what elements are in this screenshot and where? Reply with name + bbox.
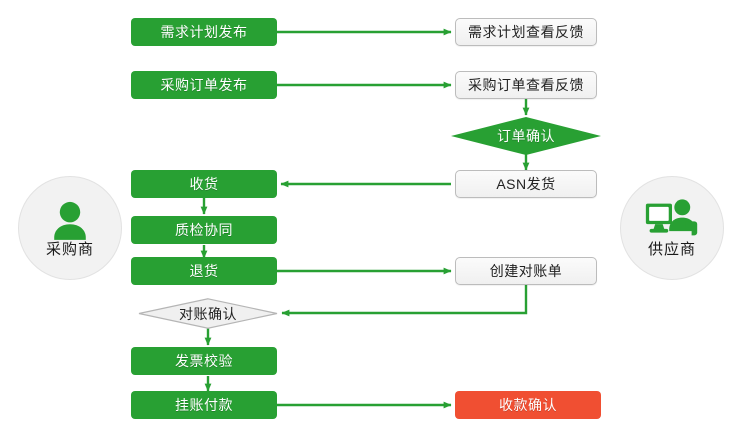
actor-supplier[interactable]: 供应商: [620, 176, 724, 280]
node-order-confirm-label: 订单确认: [497, 128, 555, 144]
actor-supplier-label: 供应商: [647, 241, 696, 258]
node-demand-plan-feedback[interactable]: 需求计划查看反馈: [455, 18, 597, 46]
actor-buyer-label: 采购商: [45, 241, 94, 258]
node-statement-confirm[interactable]: 对账确认: [138, 298, 278, 329]
node-receipt-confirm[interactable]: 收款确认: [455, 391, 601, 419]
node-quality-collab[interactable]: 质检协同: [131, 216, 277, 244]
node-purchase-order-publish[interactable]: 采购订单发布: [131, 71, 277, 99]
edge-statement-to-confirm: [281, 285, 528, 317]
node-demand-plan-publish[interactable]: 需求计划发布: [131, 18, 277, 46]
node-invoice-verify[interactable]: 发票校验: [131, 347, 277, 375]
actor-buyer[interactable]: 采购商: [18, 176, 122, 280]
node-purchase-order-feedback[interactable]: 采购订单查看反馈: [455, 71, 597, 99]
node-create-statement[interactable]: 创建对账单: [455, 257, 597, 285]
person-computer-icon: [644, 199, 700, 241]
node-order-confirm[interactable]: 订单确认: [451, 117, 601, 155]
node-return-goods[interactable]: 退货: [131, 257, 277, 285]
person-icon: [42, 199, 98, 241]
node-payable-payment[interactable]: 挂账付款: [131, 391, 277, 419]
node-receive-goods[interactable]: 收货: [131, 170, 277, 198]
node-statement-confirm-label: 对账确认: [179, 305, 237, 322]
node-asn-shipment[interactable]: ASN发货: [455, 170, 597, 198]
